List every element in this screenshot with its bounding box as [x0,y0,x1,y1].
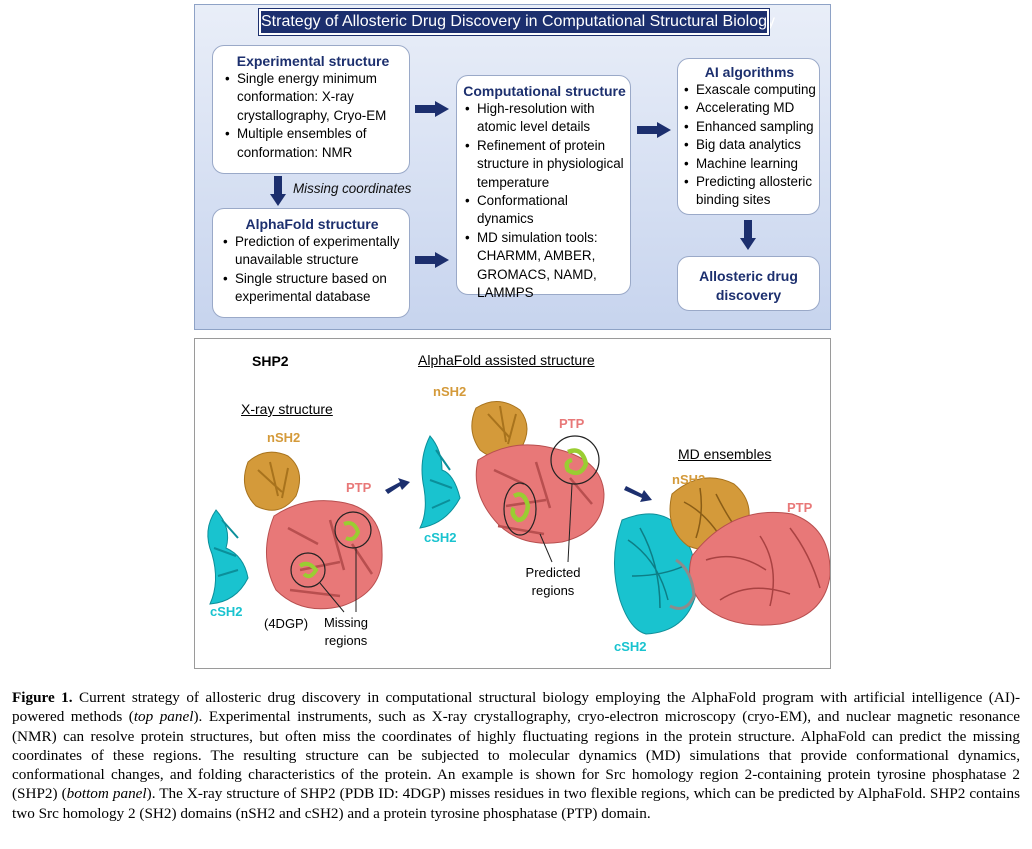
protein-structures-illustration [207,401,830,635]
xray-title: X-ray structure [241,401,333,417]
figure-caption: Figure 1. Current strategy of allosteric… [12,688,1020,823]
ai-heading: AI algorithms [704,64,795,80]
right-arrow-icon [415,252,449,268]
computational-structure-box: Computational structure High-resolution … [456,75,631,300]
pdb-id-label: (4DGP) [264,616,309,631]
shp2-label: SHP2 [252,353,289,369]
experimental-structure-box: Experimental structure Single energy min… [212,45,410,174]
list-item: Prediction of experimentally unavailable… [221,233,403,270]
missing-regions-label: Missing regions [323,615,369,648]
missing-coordinates-label: Missing coordinates [293,181,412,196]
down-arrow-icon [740,220,756,250]
caption-text: ). Experimental instruments, such as X-r… [12,708,1021,803]
list-item: Big data analytics [682,136,817,155]
ai-algorithms-box: AI algorithms Exascale computing Acceler… [677,58,820,215]
alphafold-structure-box: AlphaFold structure Prediction of experi… [212,208,410,318]
list-item: Single energy minimum conformation: X-ra… [223,70,403,125]
right-arrow-icon [637,122,671,138]
md-ensembles-image [614,477,830,635]
right-arrow-icon [624,486,652,502]
list-item: Predicting allosteric binding sites [682,173,817,210]
csh2-label: cSH2 [424,530,457,545]
list-item: High-resolution with atomic level detail… [463,100,626,137]
alphafold-structure-image [419,401,605,563]
list-item: Conformational dynamics [463,192,626,229]
caption-text: ). The X-ray structure of SHP2 (PDB ID: … [12,785,1020,822]
computational-list: High-resolution with atomic level detail… [463,100,626,302]
list-item: MD simulation tools: CHARMM, AMBER, GROM… [463,229,626,303]
csh2-label: cSH2 [614,639,647,654]
alphafold-assisted-title: AlphaFold assisted structure [418,352,595,368]
md-ensembles-title: MD ensembles [678,446,772,462]
list-item: Exascale computing [682,81,817,100]
xray-structure-image [207,451,383,613]
ptp-label: PTP [787,500,813,515]
csh2-label: cSH2 [210,604,243,619]
list-item: Refinement of protein structure in physi… [463,137,626,192]
list-item: Machine learning [682,155,817,174]
list-item: Accelerating MD [682,99,817,118]
computational-heading: Computational structure [463,83,626,99]
nsh2-label: nSH2 [433,384,467,399]
alphafold-list: Prediction of experimentally unavailable… [221,233,403,307]
right-arrow-icon [415,101,449,117]
nsh2-label: nSH2 [672,472,706,487]
drug-discovery-box: Allosteric drug discovery [677,256,820,311]
ai-list: Exascale computing Accelerating MD Enhan… [682,81,817,210]
caption-italic: bottom panel [66,785,147,803]
nsh2-label: nSH2 [267,430,301,445]
experimental-heading: Experimental structure [236,53,390,69]
list-item: Multiple ensembles of conformation: NMR [223,125,403,162]
panel-title: Strategy of Allosteric Drug Discovery in… [258,8,775,36]
ptp-label: PTP [559,416,585,431]
drug-heading: Allosteric drug discovery [699,268,798,303]
list-item: Enhanced sampling [682,118,817,137]
experimental-list: Single energy minimum conformation: X-ra… [223,70,403,162]
caption-text: Current strategy of allosteric drug disc… [12,689,1021,726]
right-arrow-icon [385,478,410,494]
predicted-regions-label: Predicted regions [525,565,581,598]
list-item: Single structure based on experimental d… [221,270,403,307]
down-arrow-icon [270,176,286,206]
alphafold-heading: AlphaFold structure [245,216,379,232]
figure-label: Figure 1. [12,689,73,706]
ptp-label: PTP [346,480,372,495]
caption-italic: top panel [133,708,194,726]
